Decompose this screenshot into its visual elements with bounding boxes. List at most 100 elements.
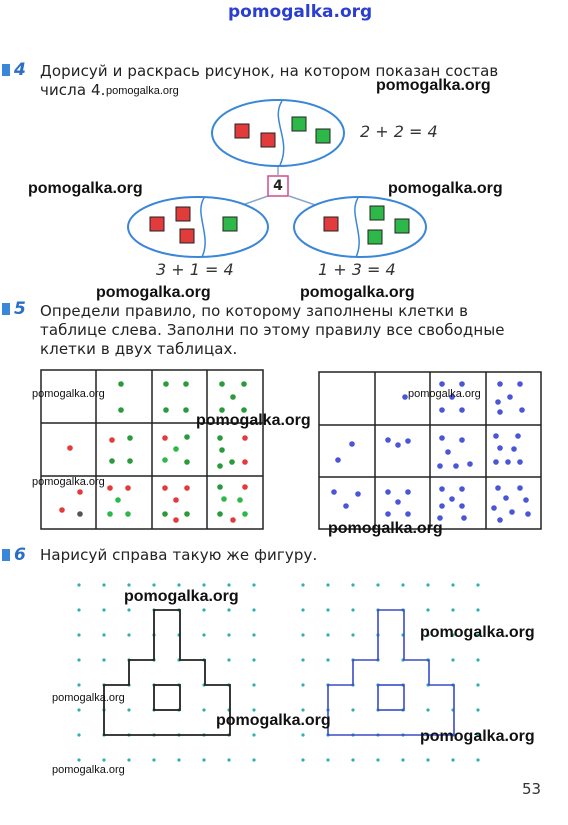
grid-dot: [426, 758, 430, 762]
watermark-label: pomogalka.org: [420, 728, 535, 745]
task-5-marker: [2, 303, 10, 315]
watermark-label: pomogalka.org: [124, 588, 239, 605]
grid-dot: [326, 658, 330, 662]
watermark-label: pomogalka.org: [106, 85, 179, 97]
grid-dot: [301, 708, 305, 712]
task-4-text-line1: Дорисуй и раскрась рисунок, на котором п…: [40, 62, 499, 80]
grid-dot: [351, 583, 355, 587]
grid-dot: [476, 658, 480, 662]
watermark-label: pomogalka.org: [96, 284, 211, 301]
watermark-label: pomogalka.org: [328, 520, 443, 537]
grid-dot: [202, 583, 206, 587]
grid-dot: [476, 683, 480, 687]
grid-dot: [476, 708, 480, 712]
grid-dot: [102, 583, 106, 587]
watermark-label: pomogalka.org: [28, 180, 143, 197]
grid-dot: [351, 633, 355, 637]
grid-dot: [401, 583, 405, 587]
grid-dot: [102, 758, 106, 762]
grid-dot: [77, 608, 81, 612]
grid-dot: [326, 583, 330, 587]
watermark-label: pomogalka.org: [420, 624, 535, 641]
grid-dot: [202, 708, 206, 712]
task-5-text-line3: клетки в двух таблицах.: [40, 340, 238, 358]
grid-dot: [227, 758, 231, 762]
grid-dot: [426, 583, 430, 587]
watermark-top: pomogalka.org: [228, 2, 373, 22]
grid-dot: [401, 758, 405, 762]
grid-dot: [202, 633, 206, 637]
grid-dot: [77, 633, 81, 637]
grid-dot: [351, 608, 355, 612]
grid-dot: [77, 583, 81, 587]
grid-dot: [476, 633, 480, 637]
grid-dot: [152, 758, 156, 762]
watermark-label: pomogalka.org: [196, 412, 311, 429]
grid-dot: [252, 758, 256, 762]
watermark-label: pomogalka.org: [52, 692, 125, 704]
grid-dot: [301, 608, 305, 612]
grid-dot: [102, 633, 106, 637]
grid-dot: [301, 733, 305, 737]
center-number: 4: [273, 178, 283, 194]
grid-dot: [252, 633, 256, 637]
grid-dot: [77, 758, 81, 762]
task-6-text: Нарисуй справа такую же фигуру.: [40, 546, 318, 564]
grid-dot: [252, 658, 256, 662]
grid-dot: [376, 758, 380, 762]
task-4-number: 4: [14, 60, 26, 80]
grid-dot: [426, 633, 430, 637]
watermark-label: pomogalka.org: [408, 388, 481, 400]
grid-dot: [252, 733, 256, 737]
equation-right: 1 + 3 = 4: [318, 260, 396, 279]
task-6-marker: [2, 549, 10, 561]
grid-dot: [127, 633, 131, 637]
equation-top: 2 + 2 = 4: [360, 122, 438, 141]
grid-dot: [202, 608, 206, 612]
grid-dot: [252, 683, 256, 687]
grid-dot: [227, 583, 231, 587]
grid-dot: [177, 758, 181, 762]
grid-dot: [77, 708, 81, 712]
watermark-label: pomogalka.org: [300, 284, 415, 301]
grid-dot: [301, 658, 305, 662]
grid-dot: [326, 633, 330, 637]
grid-dot: [351, 758, 355, 762]
task-5-text-line2: таблице слева. Заполни по этому правилу …: [40, 321, 505, 339]
grid-dot: [77, 683, 81, 687]
task-5-number: 5: [14, 299, 26, 319]
watermark-label: pomogalka.org: [376, 77, 491, 94]
grid-dot: [252, 583, 256, 587]
grid-dot: [451, 658, 455, 662]
right-figure[interactable]: [327, 609, 455, 736]
grid-dot: [152, 583, 156, 587]
grid-dot: [177, 583, 181, 587]
equation-left: 3 + 1 = 4: [156, 260, 234, 279]
grid-dot: [227, 608, 231, 612]
task-4-marker: [2, 64, 10, 76]
watermark-label: pomogalka.org: [32, 388, 105, 400]
grid-dot: [476, 758, 480, 762]
page-number: 53: [522, 780, 542, 798]
grid-dot: [301, 683, 305, 687]
grid-dot: [127, 708, 131, 712]
grid-dot: [301, 633, 305, 637]
grid-dot: [451, 583, 455, 587]
grid-dot: [451, 758, 455, 762]
grid-dot: [301, 583, 305, 587]
grid-dot: [202, 758, 206, 762]
task-4-text-line2: числа 4.: [40, 81, 106, 99]
grid-dot: [127, 608, 131, 612]
grid-dot: [376, 583, 380, 587]
task-5-tables: [40, 369, 542, 530]
grid-dot: [476, 583, 480, 587]
task-6-number: 6: [14, 545, 26, 565]
watermark-label: pomogalka.org: [388, 180, 503, 197]
grid-dot: [476, 733, 480, 737]
grid-dot: [451, 608, 455, 612]
left-figure: [103, 609, 231, 736]
grid-dot: [426, 608, 430, 612]
grid-dot: [326, 758, 330, 762]
grid-dot: [451, 633, 455, 637]
